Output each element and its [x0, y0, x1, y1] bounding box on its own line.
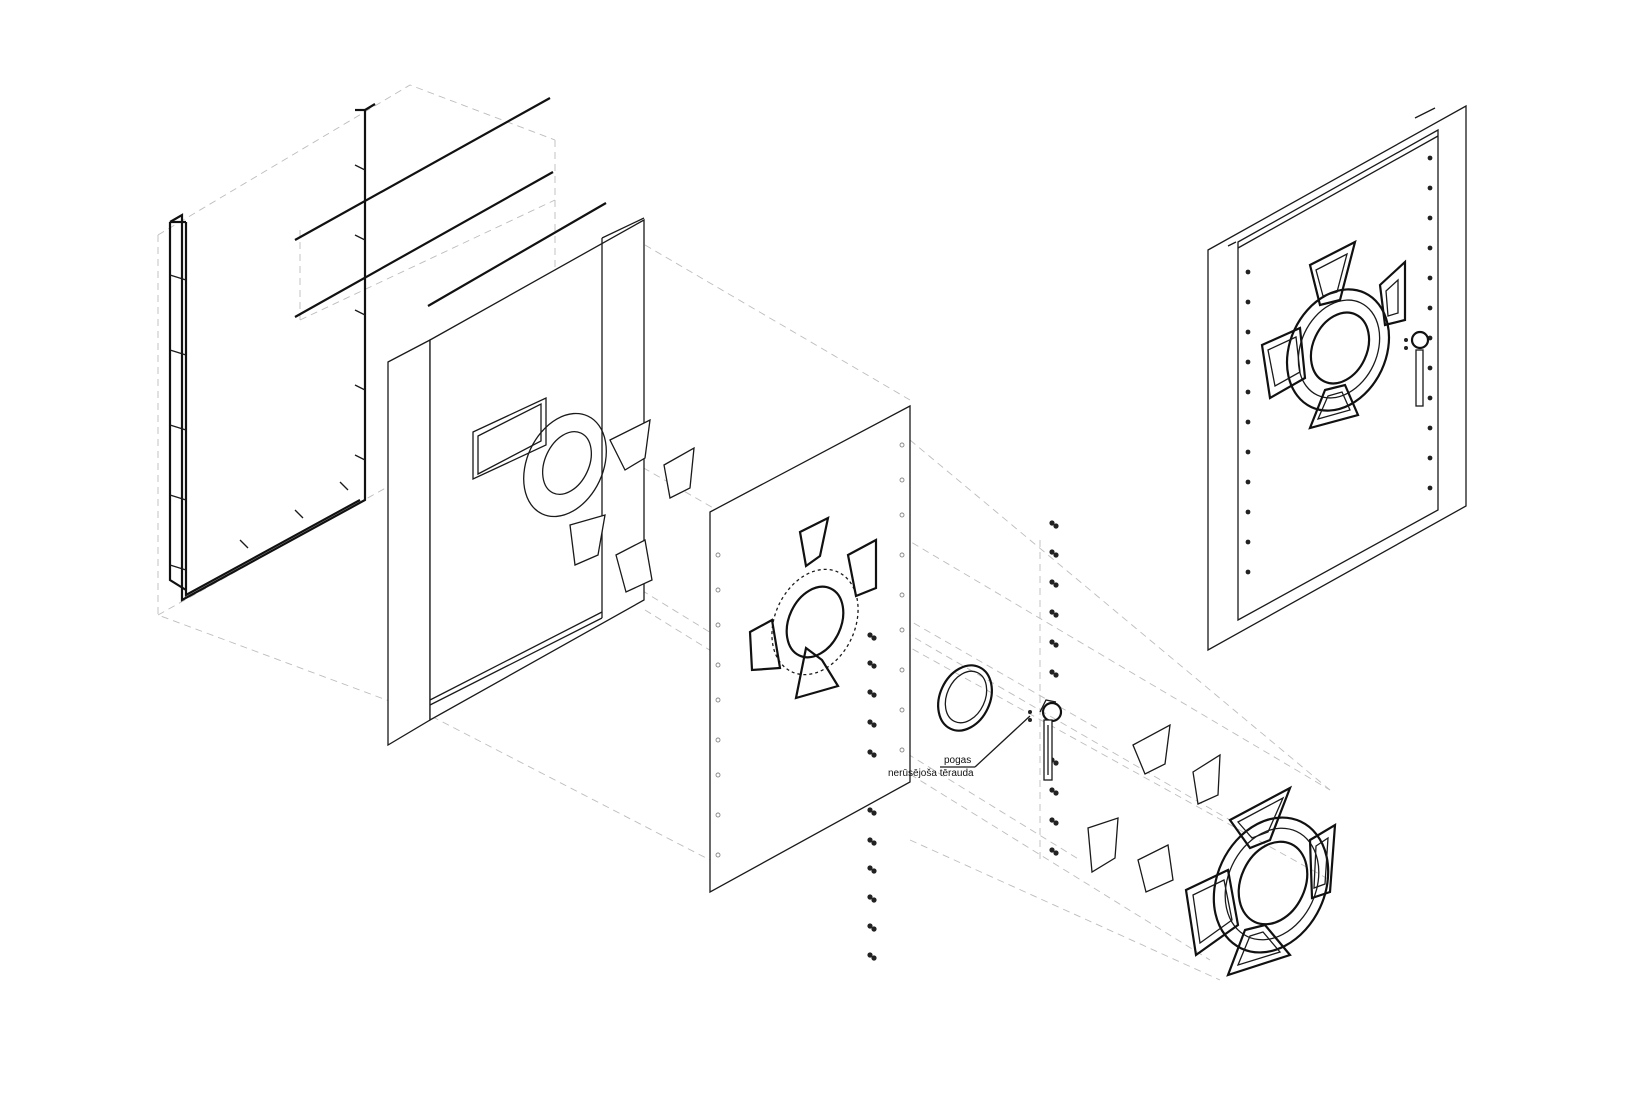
frame-rungs-left [169, 274, 187, 571]
door-rivets-left [1245, 269, 1251, 575]
glass-pane [569, 514, 606, 566]
callout-label-1: pogas [944, 755, 971, 766]
cross-cutout-right [846, 538, 878, 598]
assembled-door [1207, 104, 1467, 652]
bolt-column-right [1049, 520, 1059, 856]
callout: pogas nerūsējoša tērauda [888, 715, 1031, 779]
panel-screw-holes-left [715, 552, 721, 858]
glass-pane [609, 418, 651, 471]
glass-pane [615, 539, 653, 593]
cross-window-frame [1184, 785, 1337, 977]
cross-cutout-top [798, 515, 830, 568]
glass-pane [663, 446, 695, 499]
panel-porthole [785, 585, 845, 659]
door-handle-knob [1410, 330, 1430, 350]
bolt-column-left [867, 632, 877, 961]
back-door-leaf [387, 217, 695, 747]
loose-glass-panes [1087, 723, 1221, 893]
front-panel [709, 404, 911, 894]
horizontal-rods [294, 97, 607, 318]
back-leaf-window [472, 396, 547, 481]
frame-rungs-right [354, 164, 366, 461]
callout-label-2: nerūsējoša tērauda [888, 768, 974, 779]
panel-screw-holes-right [899, 442, 905, 753]
cross-cutout-bottom [794, 646, 840, 700]
back-leaf-ring [523, 412, 607, 518]
cross-cutout-left [748, 618, 782, 672]
door-frame-ladder [168, 103, 376, 602]
door-handle [1028, 699, 1063, 781]
panel-ring-outer [771, 568, 859, 676]
porthole-ring [937, 664, 993, 732]
